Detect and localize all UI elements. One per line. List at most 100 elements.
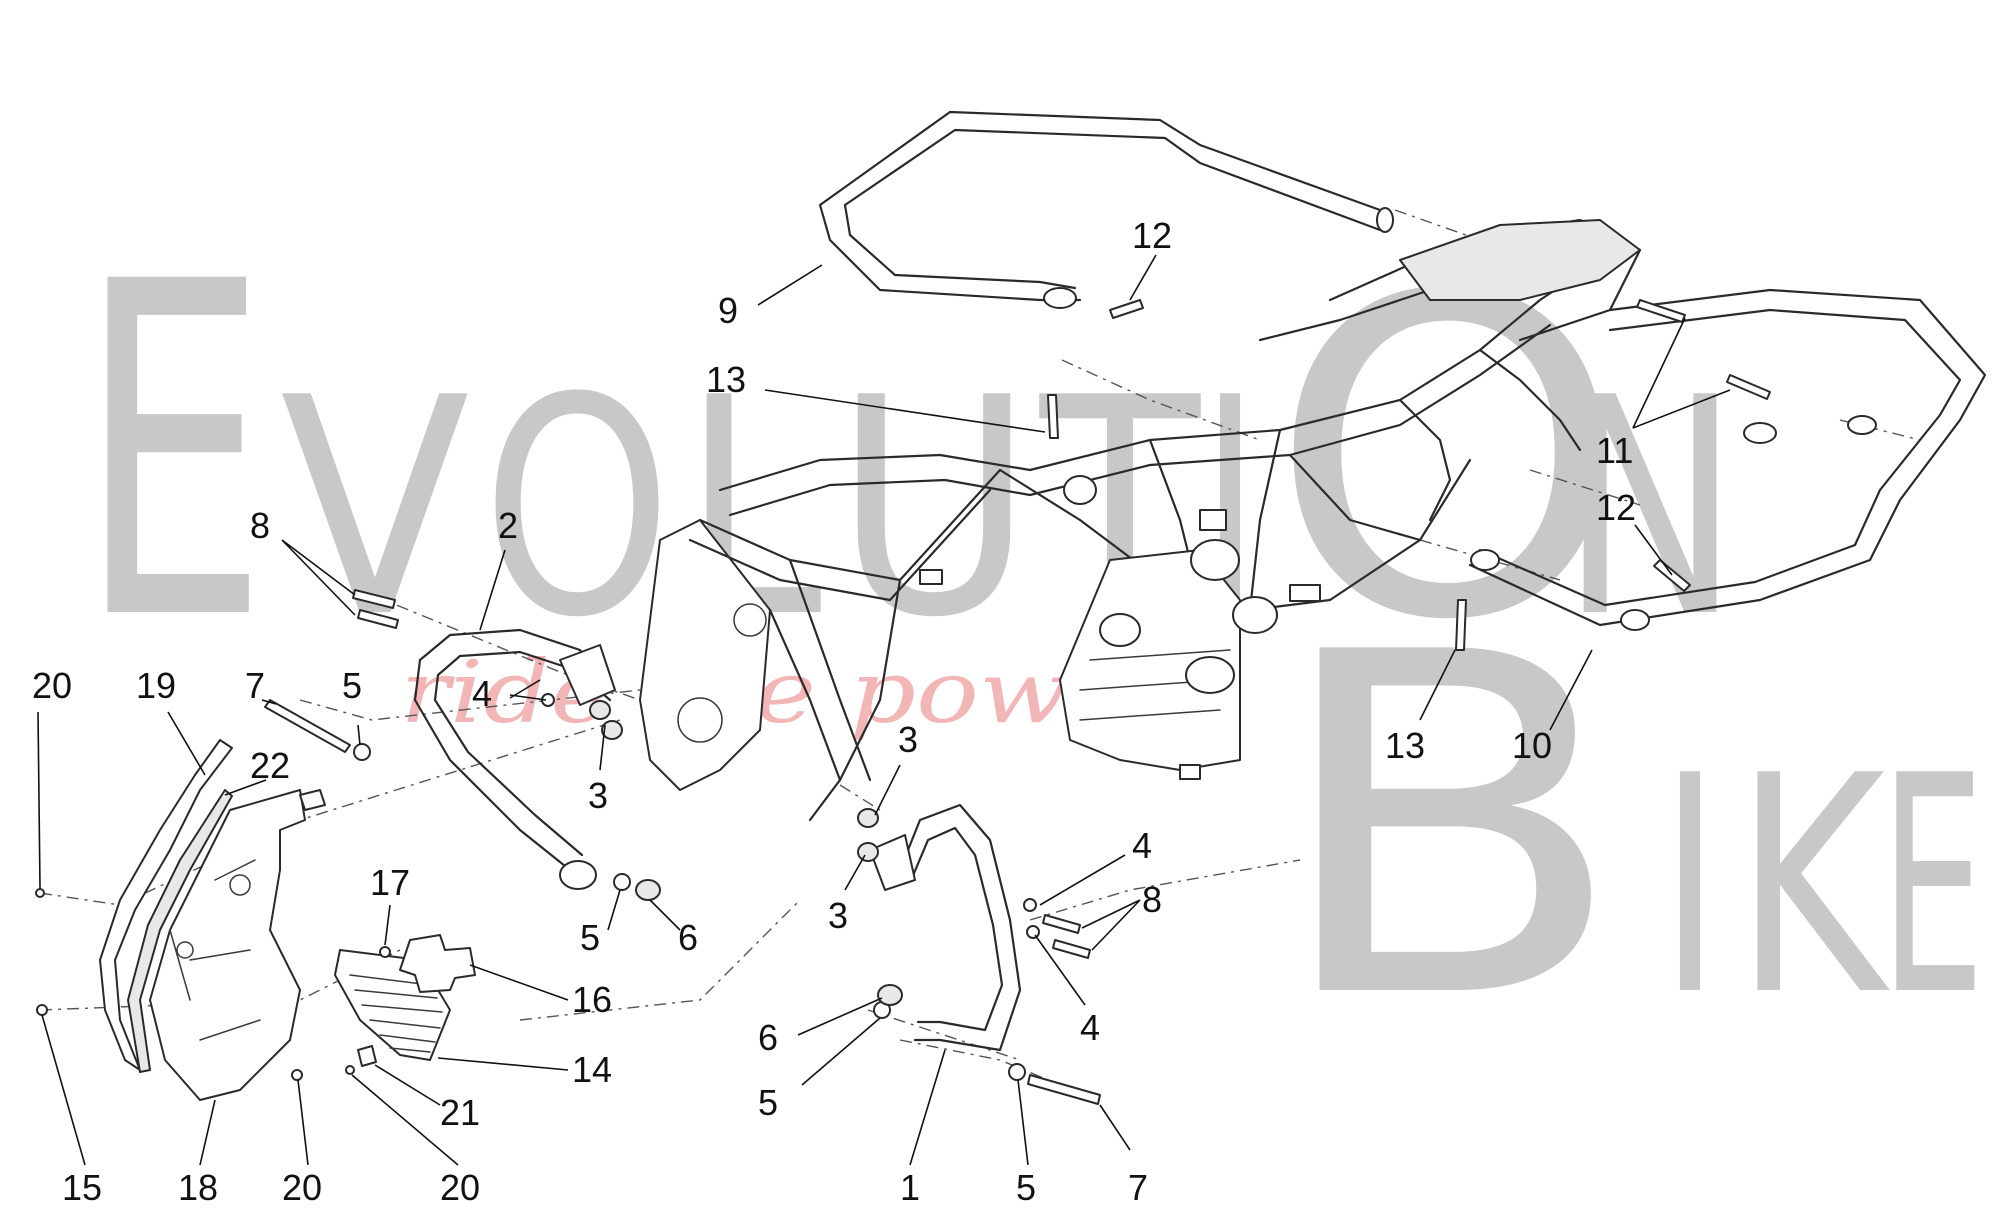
frame-tab	[1289, 584, 1321, 602]
axis-line	[1061, 359, 1261, 441]
callout-3: 3	[898, 719, 918, 760]
side-cover-tab	[299, 789, 326, 811]
leader-line	[199, 1099, 216, 1166]
frame-down-tube	[788, 558, 872, 782]
part-10-rear-rail	[1468, 288, 1987, 631]
leader-line	[384, 904, 391, 946]
watermark-letter-v: V	[280, 334, 471, 683]
crash-bar-foot	[559, 860, 597, 890]
crash-bar-tube	[898, 803, 1022, 1052]
callout-13: 13	[706, 359, 746, 400]
rail-tube	[843, 128, 1382, 290]
callout-leaders	[37, 254, 1731, 1166]
frame-pivot-boss	[1190, 539, 1240, 581]
crash-bar-bracket	[559, 644, 616, 706]
crash-bar-tube	[433, 650, 612, 857]
frame-down-tube	[698, 468, 1002, 582]
leader-line	[469, 964, 569, 1001]
callout-5: 5	[580, 917, 600, 958]
frame-rear-fender-plate	[1399, 219, 1641, 301]
callout-12: 12	[1596, 487, 1636, 528]
callout-4: 4	[1080, 1007, 1100, 1048]
screw-20	[345, 1065, 355, 1075]
leader-line	[1081, 899, 1141, 951]
bush-3	[857, 842, 879, 862]
leader-line	[357, 724, 361, 746]
crash-bar-bracket	[869, 834, 916, 891]
washer-5	[1008, 1063, 1026, 1081]
leader-line	[874, 764, 901, 816]
frame-down-tube	[838, 578, 902, 782]
leader-line	[297, 1079, 309, 1166]
callout-17: 17	[370, 862, 410, 903]
bush-3	[589, 700, 611, 720]
frame-diagonal	[1288, 453, 1422, 542]
nut-4	[1026, 925, 1040, 939]
leader-line	[281, 539, 356, 616]
axis-line	[839, 784, 881, 811]
screw-20	[35, 888, 45, 898]
rail-tube-end	[1376, 207, 1394, 233]
frame-top-spine	[728, 323, 1552, 517]
rail-mount-eye	[1043, 287, 1077, 309]
callout-6: 6	[678, 917, 698, 958]
callout-22: 22	[250, 745, 290, 786]
watermark-letter-o: O	[482, 334, 672, 683]
watermark-letter-e: E	[78, 186, 268, 721]
bolt-8	[357, 609, 399, 629]
axis-line	[1394, 209, 1481, 241]
callout-labels: 1 2 3 3 3 4 4 4 5 5 5 5 6 6 7 7 8 8 9 10…	[32, 215, 1636, 1208]
bolt-8	[1052, 939, 1091, 959]
screw-20	[291, 1069, 303, 1081]
leader-line	[801, 1017, 881, 1086]
bush-3	[601, 720, 623, 740]
bolt-11	[1636, 299, 1686, 323]
rail-tube	[1468, 288, 1987, 627]
bolt-12	[1653, 559, 1691, 592]
leader-line	[1034, 934, 1086, 1006]
rail-tube	[818, 110, 1382, 302]
rail-mount-eye	[1743, 422, 1777, 444]
callout-6: 6	[758, 1017, 778, 1058]
leader-line	[37, 711, 41, 889]
callout-9: 9	[718, 290, 738, 331]
callout-19: 19	[136, 665, 176, 706]
callout-20: 20	[282, 1167, 322, 1208]
frame-diagonal	[1248, 428, 1282, 612]
callout-5: 5	[342, 665, 362, 706]
frame-tab	[919, 569, 943, 585]
leader-line	[599, 724, 606, 771]
leader-line	[607, 889, 621, 931]
leader-line	[1634, 524, 1673, 576]
frame-rear-rail	[1478, 348, 1582, 452]
leader-line	[437, 1057, 569, 1071]
frame-pivot-boss	[1232, 596, 1278, 634]
frame-pivot-boss	[1099, 613, 1141, 647]
frame-tab	[1199, 509, 1227, 531]
callout-3: 3	[828, 895, 848, 936]
frame-rear-rail	[1398, 398, 1452, 522]
callout-15: 15	[62, 1167, 102, 1208]
leader-line	[41, 1014, 86, 1166]
callout-7: 7	[1128, 1167, 1148, 1208]
leader-line	[167, 711, 206, 776]
frame-pivot-boss	[1063, 475, 1097, 505]
crash-bar-tube	[413, 628, 602, 872]
axis-line	[899, 1039, 1061, 1086]
leader-line	[764, 389, 1046, 433]
callout-4: 4	[472, 673, 492, 714]
part-16-bracket	[399, 934, 476, 993]
part-18-side-cover	[149, 789, 306, 1101]
frame-pivot-boss	[1185, 656, 1235, 694]
leader-line	[1099, 1104, 1131, 1151]
part-14-grille-group	[334, 934, 476, 1067]
callout-12: 12	[1132, 215, 1172, 256]
washer-5	[613, 873, 631, 891]
washer-5	[353, 743, 371, 761]
callout-20: 20	[32, 665, 72, 706]
leader-line	[509, 679, 547, 701]
callout-11: 11	[1596, 430, 1633, 471]
watermark-letter-k: K	[1735, 712, 1892, 1061]
leader-line	[844, 854, 866, 891]
